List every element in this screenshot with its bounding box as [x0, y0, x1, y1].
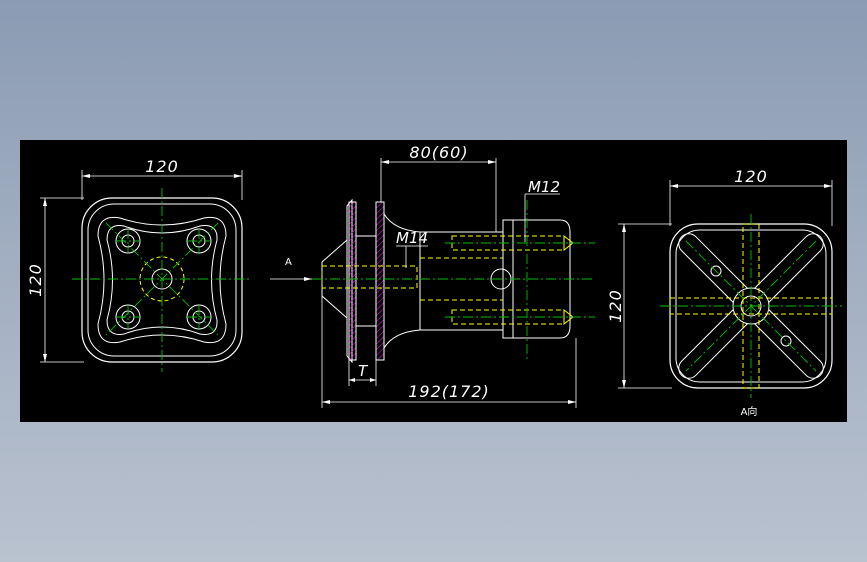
thread-m14-label: M14	[396, 229, 428, 247]
view-caption: A向	[741, 405, 758, 418]
cad-drawing: 120 120 A	[26, 143, 842, 418]
thickness-label: T	[358, 362, 369, 380]
right-width-dimension: 120	[734, 167, 768, 186]
right-height-dimension: 120	[606, 289, 625, 323]
right-view: 120 120 A向	[606, 167, 842, 418]
view-arrow-label: A	[285, 257, 292, 268]
left-view: 120 120	[26, 157, 252, 372]
top-dimension: 80(60)	[409, 143, 468, 162]
side-view: A	[270, 143, 595, 408]
drawing-sheet: 120 120 A	[20, 140, 847, 422]
left-width-dimension: 120	[145, 157, 179, 176]
thread-m12-label: M12	[528, 178, 560, 196]
overall-length-dimension: 192(172)	[408, 382, 490, 401]
left-height-dimension: 120	[26, 263, 45, 297]
